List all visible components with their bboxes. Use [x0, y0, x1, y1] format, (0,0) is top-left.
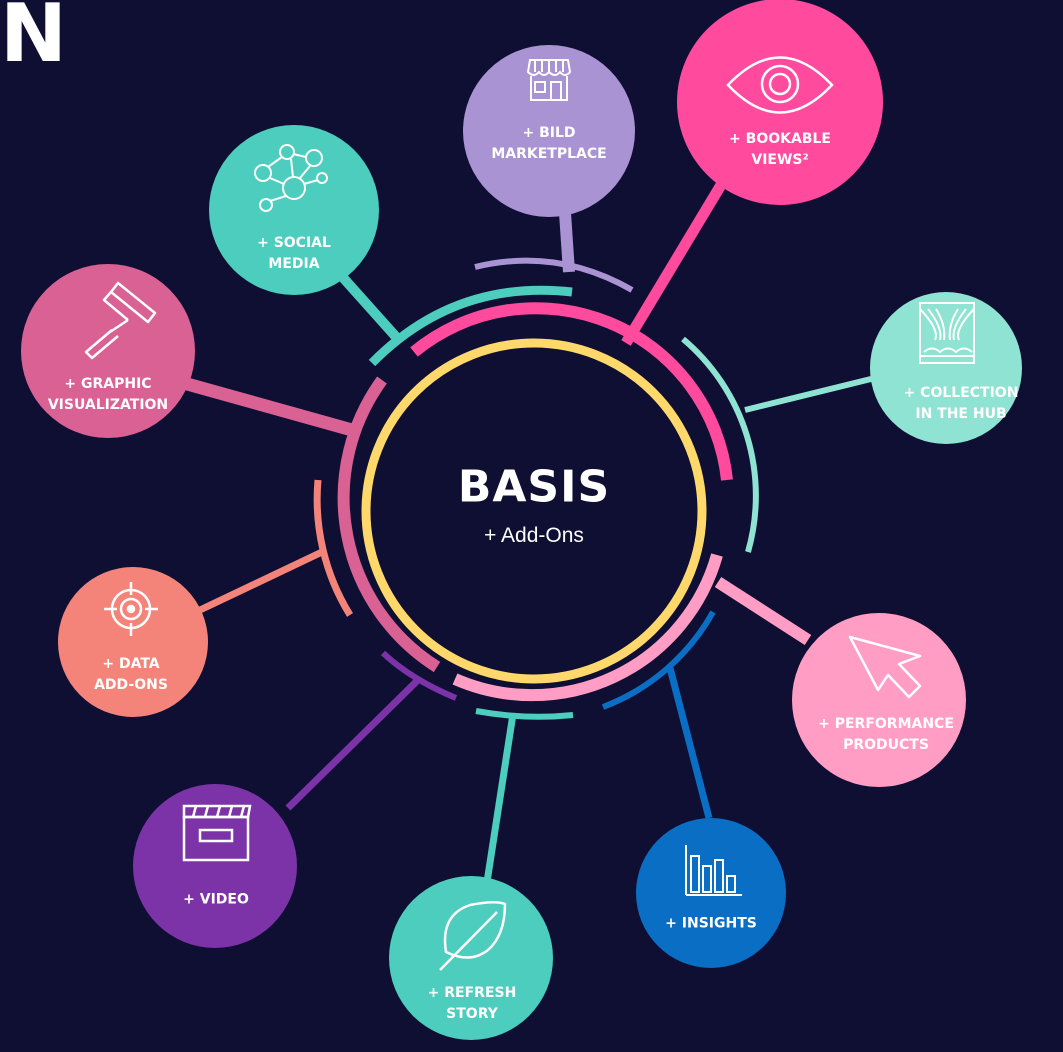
network-icon: [254, 144, 328, 212]
arc-performance-products: [452, 553, 723, 702]
connectors: [178, 167, 876, 883]
connector-social-media: [334, 268, 401, 342]
connector-performance-products: [714, 576, 812, 646]
connector-collection-hub: [744, 375, 876, 413]
center-title: BASIS: [457, 461, 611, 513]
connector-refresh-story: [483, 713, 517, 883]
arc-insights: [601, 610, 716, 710]
target-icon: [104, 582, 158, 636]
label-line: VISUALIZATION: [47, 397, 169, 413]
paint-roller-icon: [84, 281, 157, 360]
clapperboard-icon: [182, 804, 252, 862]
label-line: ADD-ONS: [94, 677, 168, 693]
eye-icon: [726, 56, 834, 114]
label-line: + COLLECTION: [903, 385, 1019, 401]
label-insights: + INSIGHTS: [665, 914, 757, 935]
connector-bookable-views: [621, 167, 735, 346]
label-line: + REFRESH: [427, 985, 517, 1001]
label-line: + PERFORMANCE: [818, 716, 954, 732]
core-ring: [361, 338, 707, 684]
arc-video: [380, 650, 458, 701]
bar-chart-icon: [685, 845, 742, 896]
label-line: IN THE HUB: [915, 406, 1007, 422]
leaf-icon: [439, 901, 507, 971]
arcs: [313, 257, 759, 720]
label-social-media: + SOCIAL MEDIA: [257, 233, 331, 275]
label-collection-hub: + COLLECTION IN THE HUB: [904, 383, 1019, 425]
label-line: + VIDEO: [183, 891, 249, 908]
theater-curtain-icon: [919, 302, 975, 364]
label-line: + BOOKABLE: [729, 131, 831, 147]
label-line: + SOCIAL: [257, 235, 331, 251]
node-performance-products: [792, 613, 966, 787]
connector-video: [285, 677, 421, 811]
center-subtitle: + Add-Ons: [484, 524, 584, 547]
node-collection-hub: [870, 292, 1022, 444]
arc-social-media: [368, 285, 573, 367]
label-bild-marketplace: + BILD MARKETPLACE: [491, 123, 606, 165]
label-bookable-views: + BOOKABLE VIEWS²: [729, 129, 831, 171]
arc-bookable-views: [410, 302, 733, 481]
label-video: + VIDEO: [183, 890, 249, 911]
label-performance-products: + PERFORMANCE PRODUCTS: [818, 714, 954, 756]
label-line: + INSIGHTS: [665, 915, 757, 932]
arc-graphic-visualization: [337, 376, 441, 673]
label-line: VIEWS²: [751, 152, 809, 168]
label-line: MARKETPLACE: [491, 146, 607, 162]
storefront-icon: [526, 59, 572, 101]
arc-refresh-story: [475, 708, 574, 720]
label-line: + BILD: [522, 125, 576, 141]
cursor-icon: [848, 635, 922, 699]
connector-graphic-visualization: [178, 375, 354, 437]
node-video: [133, 784, 297, 948]
node-bild-marketplace: [463, 45, 635, 217]
arc-bild-marketplace: [474, 257, 634, 293]
label-graphic-visualization: + GRAPHIC VISUALIZATION: [48, 374, 168, 416]
label-line: PRODUCTS: [843, 737, 929, 753]
node-data-add-ons: [58, 567, 208, 717]
label-line: STORY: [446, 1006, 498, 1022]
arc-data-add-ons: [313, 479, 353, 617]
node-social-media: [209, 125, 379, 295]
brand-logo: N: [0, 0, 67, 80]
connector-insights: [666, 667, 713, 819]
label-line: + DATA: [102, 656, 160, 672]
label-line: + GRAPHIC: [64, 376, 152, 392]
arc-collection-hub: [681, 336, 759, 553]
label-data-add-ons: + DATA ADD-ONS: [94, 654, 168, 696]
connector-data-add-ons: [198, 548, 324, 614]
node-graphic-visualization: [21, 264, 195, 438]
label-line: MEDIA: [268, 256, 320, 272]
label-refresh-story: + REFRESH STORY: [428, 983, 517, 1025]
